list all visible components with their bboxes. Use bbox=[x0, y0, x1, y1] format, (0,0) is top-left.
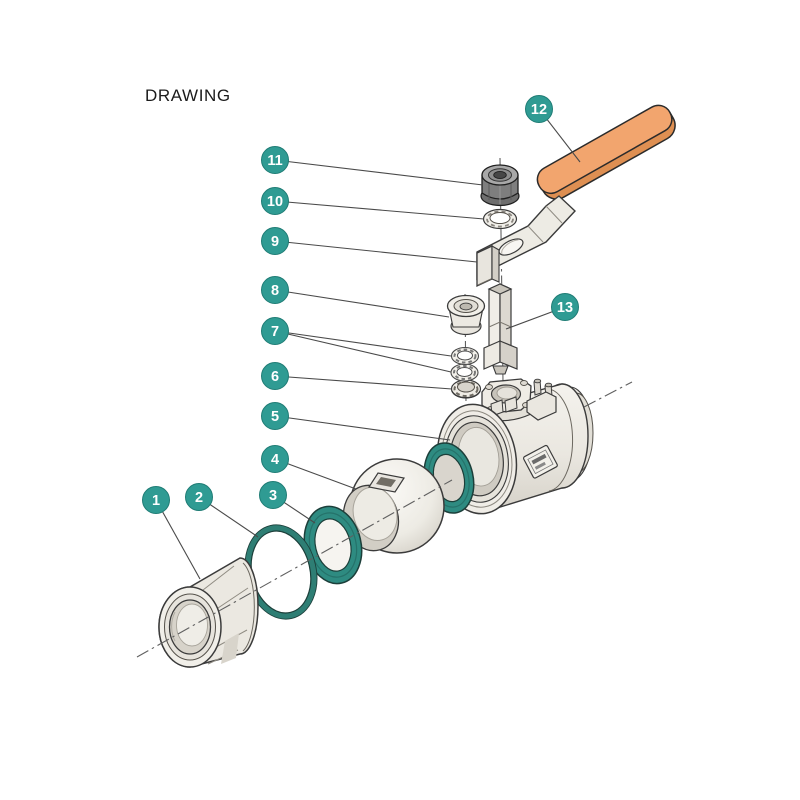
callout-number-1: 1 bbox=[152, 493, 160, 509]
leader-line-11 bbox=[274, 159, 484, 186]
callout-badge-12 bbox=[525, 95, 553, 123]
callout-4: 4 bbox=[261, 445, 357, 490]
callout-9: 9 bbox=[261, 227, 478, 263]
callout-2: 2 bbox=[185, 483, 259, 538]
stem-washer-upper bbox=[450, 346, 480, 366]
callout-11: 11 bbox=[261, 146, 484, 186]
stem bbox=[483, 283, 518, 375]
callout-badge-5 bbox=[261, 402, 289, 430]
callout-1: 1 bbox=[142, 486, 201, 580]
callout-number-9: 9 bbox=[271, 234, 279, 250]
leader-line-6 bbox=[274, 375, 453, 390]
callout-badge-9 bbox=[261, 227, 289, 255]
callout-number-2: 2 bbox=[195, 490, 203, 506]
callout-number-13: 13 bbox=[557, 300, 573, 316]
callout-8: 8 bbox=[261, 276, 450, 318]
handle-washer bbox=[482, 208, 518, 230]
leader-line-5 bbox=[274, 415, 451, 441]
page-title: DRAWING bbox=[145, 86, 231, 105]
callout-number-12: 12 bbox=[531, 102, 547, 118]
callout-7: 7 bbox=[261, 317, 452, 373]
callout-badge-7 bbox=[261, 317, 289, 345]
callout-badge-4 bbox=[261, 445, 289, 473]
callout-badge-3 bbox=[259, 481, 287, 509]
leader-line-7 bbox=[274, 330, 452, 373]
callout-badge-11 bbox=[261, 146, 289, 174]
handle-bracket bbox=[476, 195, 576, 288]
callout-badge-6 bbox=[261, 362, 289, 390]
body-nameplate bbox=[522, 444, 558, 479]
leader-line-1 bbox=[155, 499, 201, 580]
body-neck bbox=[481, 378, 532, 422]
callout-number-5: 5 bbox=[271, 409, 279, 425]
callout-number-11: 11 bbox=[267, 153, 282, 169]
callout-badge-13 bbox=[551, 293, 579, 321]
callout-6: 6 bbox=[261, 362, 453, 390]
leader-line-4 bbox=[274, 458, 357, 490]
callout-number-7: 7 bbox=[271, 324, 279, 340]
callout-3: 3 bbox=[259, 481, 316, 524]
callout-number-8: 8 bbox=[271, 283, 279, 299]
seat-ring bbox=[303, 505, 363, 585]
gland-nut bbox=[446, 294, 486, 336]
callout-number-3: 3 bbox=[269, 488, 277, 504]
callout-badge-8 bbox=[261, 276, 289, 304]
handle-grip bbox=[536, 104, 676, 200]
handle-nut bbox=[480, 164, 520, 207]
callout-12: 12 bbox=[525, 95, 581, 163]
leader-line-9 bbox=[274, 240, 478, 263]
callout-number-4: 4 bbox=[271, 452, 279, 468]
callout-5: 5 bbox=[261, 402, 451, 441]
leader-line-10 bbox=[274, 200, 485, 220]
callout-badge-1 bbox=[142, 486, 170, 514]
callout-number-6: 6 bbox=[271, 369, 279, 385]
packing-ring bbox=[450, 379, 482, 399]
union-end-cap bbox=[158, 557, 259, 668]
callout-13: 13 bbox=[505, 293, 579, 330]
stem-washer-lower bbox=[450, 363, 479, 382]
leader-line-8 bbox=[274, 289, 450, 318]
leader-line-7 bbox=[274, 330, 452, 357]
body-mounting-boss bbox=[526, 378, 557, 421]
callout-badge-2 bbox=[185, 483, 213, 511]
callout-10: 10 bbox=[261, 187, 485, 220]
callout-number-10: 10 bbox=[267, 194, 283, 210]
main-axis-centerline bbox=[136, 381, 633, 658]
callout-badge-10 bbox=[261, 187, 289, 215]
